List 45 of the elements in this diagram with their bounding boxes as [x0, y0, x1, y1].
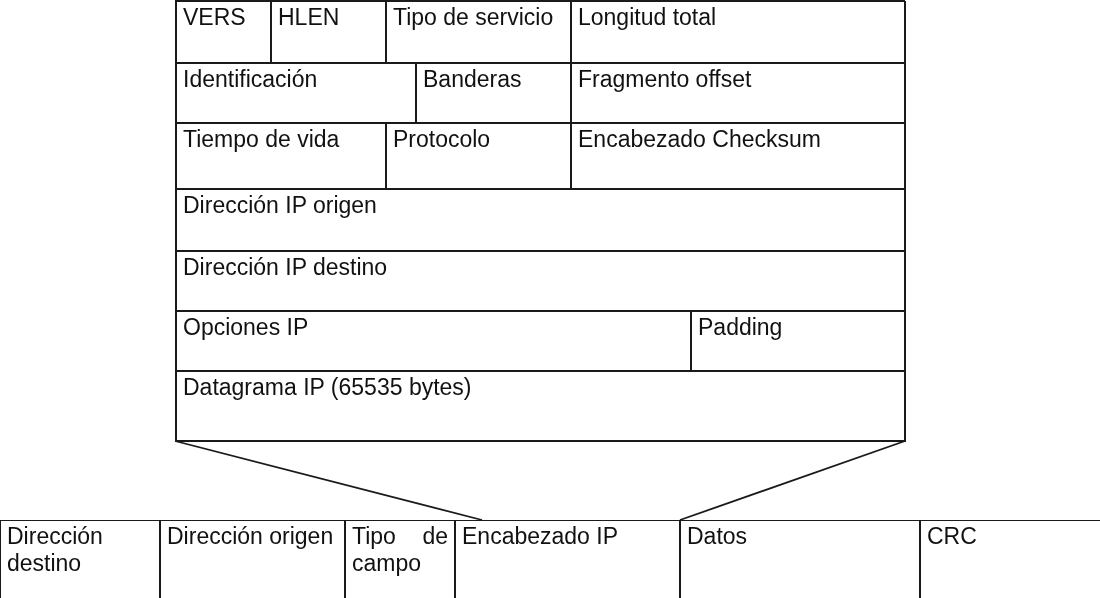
- table-frame: [175, 0, 905, 441]
- table-cell: [176, 251, 906, 311]
- table-cell: [455, 520, 680, 598]
- table-cell: [920, 520, 1100, 598]
- cell-text: Tipo de campo: [352, 523, 448, 577]
- table-cell: [176, 1, 271, 63]
- table-cell: [416, 63, 571, 123]
- cell-text: Identificación: [183, 66, 319, 93]
- cell-text: Padding: [698, 314, 784, 341]
- table-cell: [176, 371, 906, 442]
- cell-text: Tiempo de vida: [183, 126, 341, 153]
- table-cell: [0, 520, 160, 598]
- cell-text: Dirección destino: [7, 523, 104, 577]
- table-cell: [571, 1, 906, 63]
- cell-text: Datagrama IP (65535 bytes): [183, 374, 473, 401]
- table-cell: [691, 311, 906, 371]
- cell-text: Encabezado IP: [462, 523, 619, 550]
- cell-text: Longitud total: [578, 4, 718, 31]
- cell-text: VERS: [183, 4, 247, 31]
- cell-text: Encabezado Checksum: [578, 126, 822, 153]
- table-cell: [386, 1, 571, 63]
- table-cell: [160, 520, 345, 598]
- cell-text: CRC: [927, 523, 978, 550]
- cell-text: Dirección IP destino: [183, 254, 389, 281]
- table-cell: [176, 63, 416, 123]
- cell-text: Opciones IP: [183, 314, 310, 341]
- table-cell: [571, 63, 906, 123]
- cell-text: Dirección origen: [167, 523, 335, 550]
- table-cell: [176, 123, 386, 189]
- table-cell: [176, 311, 691, 371]
- table-cell: [680, 520, 920, 598]
- table-cell: [571, 123, 906, 189]
- cell-text: Dirección IP origen: [183, 192, 378, 219]
- cell-text: Datos: [687, 523, 749, 550]
- table-cell: [176, 189, 906, 251]
- cell-text: Banderas: [423, 66, 523, 93]
- leader-line: [679, 440, 906, 521]
- cell-text: Protocolo: [393, 126, 492, 153]
- table-cell: [345, 520, 455, 598]
- cell-text: Fragmento offset: [578, 66, 753, 93]
- table-cell: [386, 123, 571, 189]
- leader-line: [174, 440, 483, 521]
- table-cell: [271, 1, 386, 63]
- cell-text: HLEN: [278, 4, 341, 31]
- cell-text: Tipo de servicio: [393, 4, 555, 31]
